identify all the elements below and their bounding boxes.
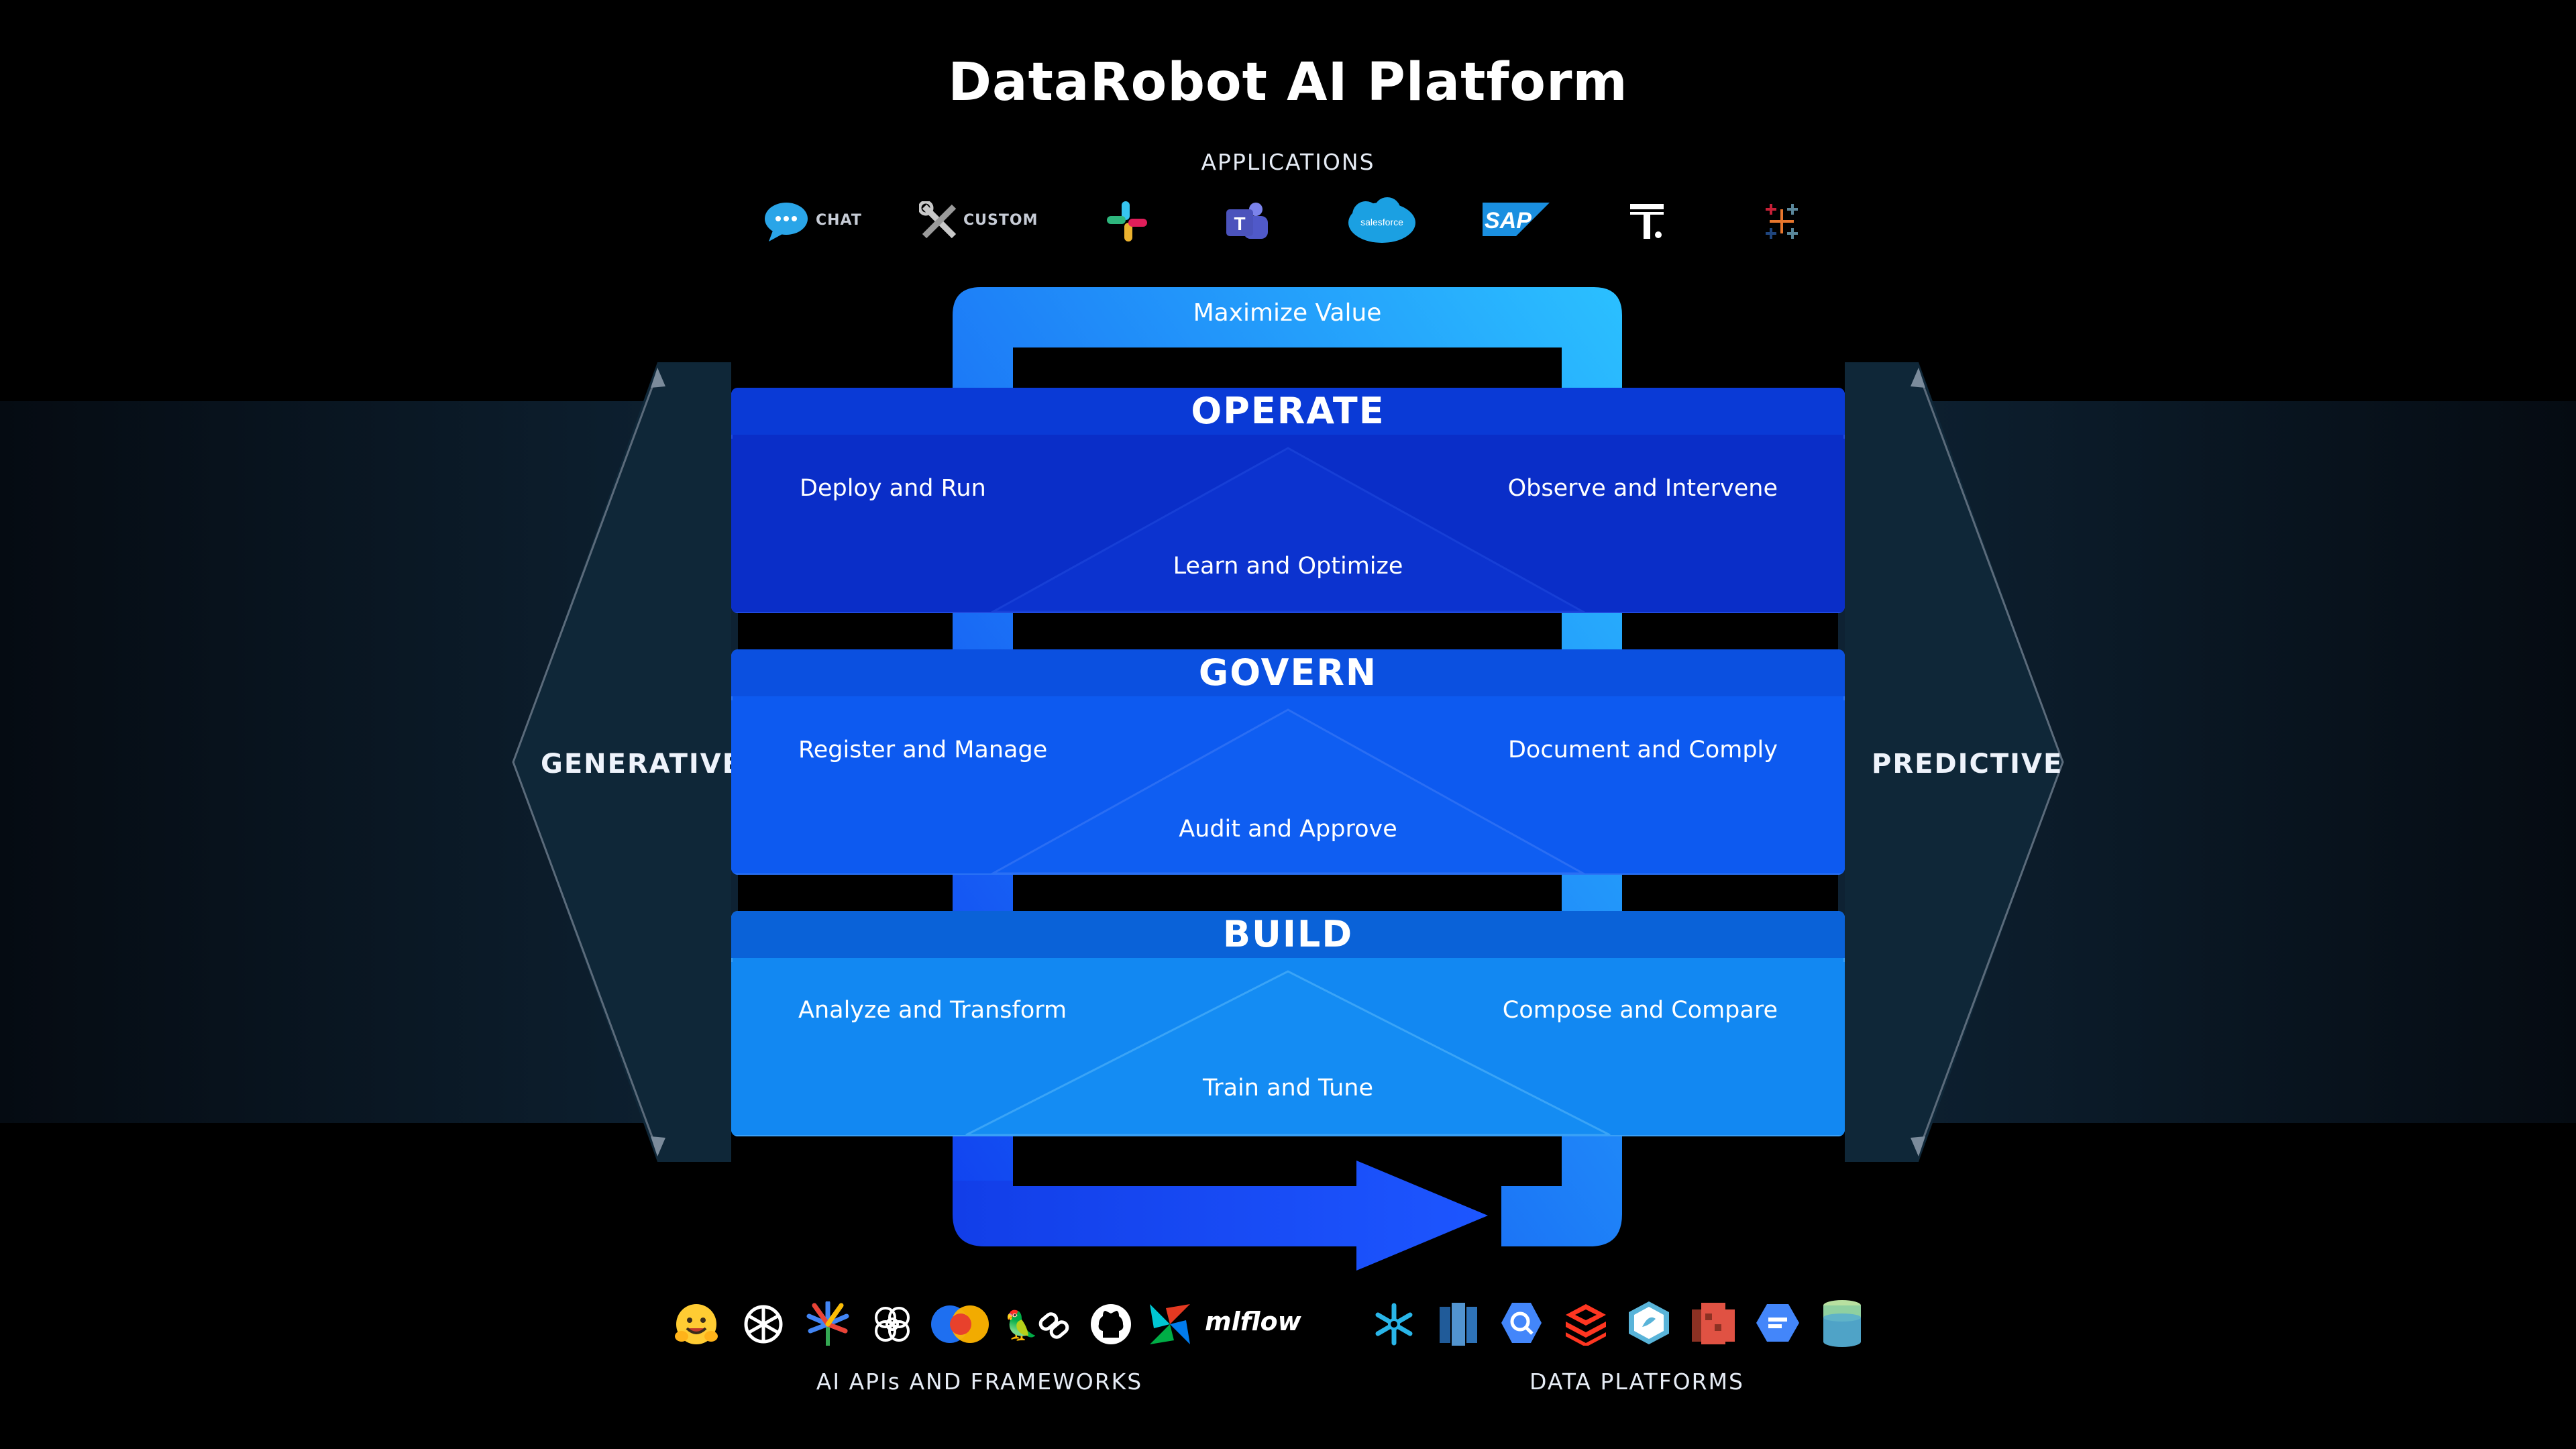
tableau-icon[interactable] <box>1760 200 1803 246</box>
chat-label: CHAT <box>816 212 862 229</box>
custom-label: CUSTOM <box>963 212 1038 229</box>
generative-hexagon <box>513 362 731 1162</box>
overlapping-circles-icon[interactable] <box>930 1304 991 1347</box>
generative-arrow-line <box>512 372 659 1152</box>
deploy-and-run-label[interactable]: Deploy and Run <box>800 475 986 502</box>
langchain-icon[interactable]: 🦜 <box>1004 1305 1073 1346</box>
analyze-and-transform-label[interactable]: Analyze and Transform <box>798 997 1067 1024</box>
snowflake-icon[interactable] <box>1371 1301 1417 1350</box>
train-and-tune-label[interactable]: Train and Tune <box>1202 1075 1374 1102</box>
page-title: DataRobot AI Platform <box>948 52 1628 113</box>
ai-frameworks-label: AI APIs AND FRAMEWORKS <box>816 1368 1143 1395</box>
operate-triangle <box>990 447 1586 612</box>
chat-bubble-icon[interactable] <box>763 201 809 246</box>
svg-text:T: T <box>1234 213 1245 234</box>
audit-and-approve-label[interactable]: Audit and Approve <box>1179 816 1397 843</box>
predictive-arrow-head-bottom <box>1911 1136 1925 1157</box>
ai-frameworks-row: 🦜 mlflow <box>671 1299 1301 1352</box>
bigquery-icon[interactable] <box>1499 1300 1544 1348</box>
operate-body <box>731 439 1845 612</box>
brain-icon[interactable] <box>869 1301 915 1350</box>
salesforce-text: salesforce <box>1360 217 1403 227</box>
build-body <box>731 962 1845 1135</box>
build-layer[interactable]: BUILD Analyze and Transform Compose and … <box>731 911 1845 1136</box>
s3-icon[interactable] <box>1690 1300 1736 1348</box>
openai-icon[interactable] <box>741 1301 786 1350</box>
slack-icon[interactable] <box>1106 200 1148 246</box>
govern-header: GOVERN <box>731 649 1845 696</box>
svg-text:SAP: SAP <box>1485 208 1532 233</box>
synapse-icon[interactable] <box>1626 1300 1672 1348</box>
airflow-icon[interactable] <box>1147 1301 1193 1350</box>
build-triangle <box>965 970 1611 1135</box>
palm-icon[interactable] <box>805 1300 851 1350</box>
dataproc-icon[interactable] <box>1755 1301 1801 1347</box>
compose-and-compare-label[interactable]: Compose and Compare <box>1502 997 1778 1024</box>
register-and-manage-label[interactable]: Register and Manage <box>798 737 1048 763</box>
redshift-icon[interactable] <box>1436 1300 1481 1351</box>
govern-body <box>731 700 1845 873</box>
tools-icon[interactable] <box>918 200 959 244</box>
data-platforms-row <box>1368 1299 1919 1352</box>
databricks-icon[interactable] <box>1563 1300 1609 1348</box>
data-platforms-label: DATA PLATFORMS <box>1529 1368 1745 1395</box>
applications-label: APPLICATIONS <box>1201 149 1375 175</box>
loop-arrow <box>953 1161 1488 1271</box>
salesforce-icon[interactable]: salesforce <box>1346 196 1418 250</box>
github-icon[interactable] <box>1088 1301 1134 1350</box>
operate-header: OPERATE <box>731 388 1845 435</box>
t-logo-icon[interactable] <box>1627 200 1668 246</box>
predictive-arrow-head-top <box>1911 368 1925 388</box>
applications-row: CHAT CUSTOM T salesforce SAP <box>758 196 1831 250</box>
observe-and-intervene-label[interactable]: Observe and Intervene <box>1507 475 1778 502</box>
predictive-arrow-line <box>1917 372 2064 1152</box>
sap-icon[interactable]: SAP <box>1483 203 1550 243</box>
maximize-value-label: Maximize Value <box>1193 299 1382 327</box>
govern-triangle <box>990 708 1586 873</box>
learn-and-optimize-label[interactable]: Learn and Optimize <box>1173 553 1403 580</box>
generative-arrow-head-top <box>651 368 665 388</box>
mlflow-icon[interactable]: mlflow <box>1205 1307 1301 1336</box>
predictive-label: PREDICTIVE <box>1872 749 2063 780</box>
database-icon[interactable] <box>1819 1299 1865 1350</box>
predictive-hexagon <box>1845 362 2063 1162</box>
build-header: BUILD <box>731 911 1845 958</box>
generative-label: GENERATIVE <box>541 749 743 780</box>
govern-layer[interactable]: GOVERN Register and Manage Document and … <box>731 649 1845 875</box>
hugging-face-icon[interactable] <box>674 1301 719 1350</box>
svg-text:🦜: 🦜 <box>1004 1308 1038 1342</box>
microsoft-teams-icon[interactable]: T <box>1224 200 1271 246</box>
document-and-comply-label[interactable]: Document and Comply <box>1507 737 1778 763</box>
operate-layer[interactable]: OPERATE Deploy and Run Observe and Inter… <box>731 388 1845 613</box>
generative-arrow-head-bottom <box>651 1136 665 1157</box>
